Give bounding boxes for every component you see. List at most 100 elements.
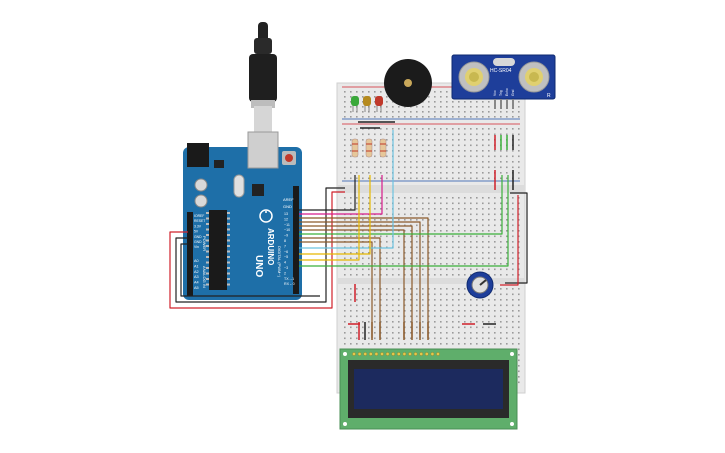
potentiometer[interactable] [466,271,494,299]
breadboard-hole [380,257,382,260]
breadboard-hole [440,268,442,271]
breadboard-hole [416,139,418,141]
breadboard-hole [440,213,442,216]
breadboard-hole [404,213,406,216]
breadboard-hole [506,172,508,174]
breadboard-hole [518,263,520,265]
breadboard-hole [506,315,508,318]
breadboard-hole [386,337,388,340]
breadboard-hole [350,133,352,136]
breadboard-hole [488,208,490,210]
breadboard-hole [398,293,400,296]
breadboard-hole [464,288,466,290]
atmega-chip [209,210,227,290]
breadboard-hole [350,288,352,290]
wire-pin [299,221,421,338]
breadboard-hole [500,288,502,290]
breadboard-hole [458,116,460,118]
breadboard-hole [410,150,412,152]
breadboard-hole [422,321,424,323]
breadboard-hole [476,128,478,130]
breadboard-hole [464,177,466,180]
breadboard-hole [518,293,520,296]
breadboard-hole [506,150,508,152]
breadboard-hole [380,299,382,301]
breadboard-hole [458,257,460,260]
chip-pin [206,272,209,275]
breadboard-hole [344,150,346,152]
breadboard-hole [458,219,460,221]
breadboard-hole [476,343,478,345]
breadboard-hole [386,224,388,227]
power-pin-label: Vin [194,245,199,249]
breadboard-hole [350,263,352,265]
breadboard-hole [374,299,376,301]
breadboard-hole [452,101,454,103]
breadboard-hole [470,252,472,254]
breadboard-hole [446,219,448,221]
breadboard-hole [374,326,376,329]
breadboard-hole [380,208,382,210]
breadboard-hole [422,133,424,136]
breadboard-hole [404,299,406,301]
breadboard-hole [452,304,454,307]
breadboard-hole [452,155,454,158]
breadboard-hole [380,304,382,307]
breadboard-hole [344,197,346,199]
breadboard-hole [344,332,346,334]
breadboard-hole [386,343,388,345]
breadboard-hole [446,304,448,307]
breadboard-hole [500,326,502,329]
breadboard-hole [512,263,514,265]
breadboard-hole [368,166,370,169]
breadboard-hole [362,208,364,210]
breadboard-hole [404,241,406,243]
breadboard-hole [422,111,424,113]
breadboard-hole [446,116,448,118]
breadboard-hole [506,111,508,113]
breadboard-hole [344,310,346,312]
breadboard-hole [404,106,406,108]
breadboard-hole [404,263,406,265]
breadboard-hole [392,128,394,130]
breadboard-hole [380,288,382,290]
breadboard-channel [337,278,525,284]
breadboard-hole [452,208,454,210]
reset-button[interactable] [285,154,293,162]
breadboard-hole [350,219,352,221]
breadboard-hole [356,133,358,136]
breadboard-hole [392,252,394,254]
breadboard-hole [452,257,454,260]
breadboard-hole [380,166,382,169]
breadboard-hole [368,128,370,130]
breadboard-hole [482,133,484,136]
breadboard-hole [512,321,514,323]
breadboard-hole [476,235,478,238]
breadboard-hole [506,241,508,243]
breadboard-hole [386,235,388,238]
breadboard-hole [482,177,484,180]
lcd-pin [408,352,412,356]
breadboard-hole [500,332,502,334]
breadboard-hole [458,252,460,254]
breadboard-hole [512,252,514,254]
breadboard-hole [356,197,358,199]
breadboard-hole [434,315,436,318]
breadboard-hole [344,128,346,130]
breadboard-hole [422,155,424,158]
breadboard-hole [500,246,502,249]
breadboard-hole [512,219,514,221]
power-pin-label: IOREF [194,214,204,218]
arduino-logo [259,209,273,223]
breadboard-hole [434,235,436,238]
breadboard-hole [362,263,364,265]
breadboard-hole [506,155,508,158]
breadboard-hole [464,299,466,301]
breadboard-hole [446,101,448,103]
breadboard-hole [494,299,496,301]
breadboard-hole [368,133,370,136]
breadboard-hole [368,197,370,199]
breadboard-hole [404,332,406,334]
breadboard-hole [446,202,448,205]
breadboard-hole [434,230,436,232]
